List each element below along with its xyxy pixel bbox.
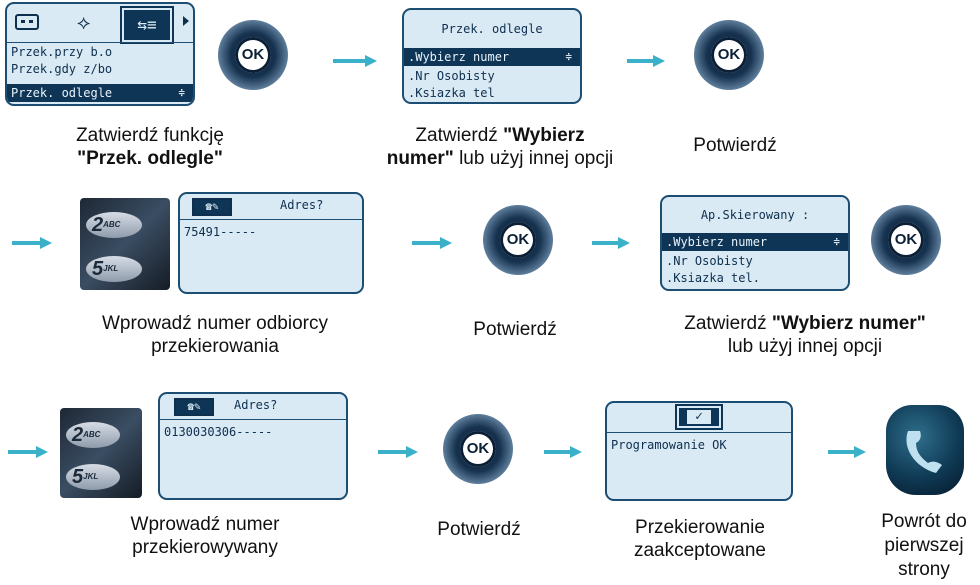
menu-icon-bar: ⟡ ⇆≡: [7, 4, 193, 44]
screen-redirected-to: Ap.Skierowany : .Wybierz numer ≑ .Nr Oso…: [660, 195, 850, 291]
right-arrow-icon: [183, 16, 189, 26]
flow-arrow: [12, 237, 52, 249]
end-call-button[interactable]: [886, 405, 964, 495]
screen-forward-menu: ⟡ ⇆≡ Przek.przy b.o Przek.gdy z/bo Przek…: [5, 2, 195, 106]
flow-arrow: [544, 446, 582, 458]
caption-confirm: Potwierdź: [473, 319, 557, 340]
caption-confirm-function: Zatwierdź funkcję "Przek. odlegle": [76, 125, 224, 169]
key-5: 5JKL: [86, 256, 142, 282]
flow-arrow: [378, 446, 418, 458]
key-2: 2ABC: [66, 422, 120, 448]
menu-item: Przek.przy b.o: [11, 45, 113, 59]
flow-arrow: [828, 446, 866, 458]
phone-edit-icon: ☎✎: [192, 198, 232, 216]
flow-arrow: [333, 55, 377, 67]
flow-arrow: [627, 55, 665, 67]
updown-icon: ≑: [833, 235, 840, 248]
menu-item-selected: .Wybierz numer ≑: [662, 233, 848, 251]
screen-programming-ok: ✓ Programowanie OK: [605, 401, 793, 501]
menu-item: .Ksiazka tel: [408, 86, 495, 100]
phone-edit-icon: ☎✎: [174, 398, 214, 416]
selected-label: .Wybierz numer: [408, 50, 510, 64]
key-2: 2ABC: [86, 212, 142, 238]
screen-address-input: ☎✎ Adres? 0130030306-----: [158, 392, 348, 500]
keypad-image: 2ABC 5JKL: [80, 198, 170, 290]
screen-title: Przek. odlegle: [441, 22, 543, 36]
flow-arrow: [592, 237, 630, 249]
status-message: Programowanie OK: [611, 438, 727, 452]
menu-item-selected: Przek. odlegle ≑: [7, 84, 193, 102]
ok-button[interactable]: OK: [694, 20, 764, 90]
running-man-icon: ⟡: [77, 10, 91, 34]
caption-enter-forwarded-number: Wprowadź numer przekierowywany: [130, 514, 280, 558]
caption-forwarding-accepted: Przekierowanie zaakceptowane: [633, 517, 767, 561]
screen-title: Ap.Skierowany :: [700, 208, 810, 222]
phone-handset-icon: [906, 431, 942, 473]
caption-confirm-select-number: Zatwierdź "Wybierz numer" lub użyj innej…: [684, 313, 926, 357]
selected-label: .Wybierz numer: [666, 235, 768, 249]
menu-item: .Nr Osobisty: [408, 69, 495, 83]
checkmark-icon: ✓: [677, 406, 721, 428]
updown-icon: ≑: [565, 50, 572, 63]
ok-button[interactable]: OK: [443, 414, 513, 484]
caption-confirm: Potwierdź: [693, 135, 777, 156]
menu-item-selected: .Wybierz numer ≑: [404, 48, 580, 66]
caption-return-home: Powrót do pierwszej strony: [881, 511, 967, 580]
caption-confirm-select-number: Zatwierdź "Wybierz numer" lub użyj innej…: [386, 125, 614, 169]
screen-title: Adres?: [234, 398, 278, 412]
screen-przek-odlegle: Przek. odlegle .Wybierz numer ≑ .Nr Osob…: [402, 8, 582, 104]
caption-enter-recipient-number: Wprowadź numer odbiorcy przekierowania: [102, 313, 328, 357]
forward-menu-icon: ⇆≡: [122, 8, 172, 42]
screen-address-input: ☎✎ Adres? 75491-----: [178, 192, 364, 294]
keypad-image: 2ABC 5JKL: [60, 408, 142, 498]
screen-title: Adres?: [280, 198, 324, 212]
address-value: 75491-----: [184, 225, 257, 239]
ok-button[interactable]: OK: [871, 205, 941, 275]
menu-item: .Nr Osobisty: [666, 254, 753, 268]
address-value: 0130030306-----: [164, 425, 273, 439]
menu-item: Przek.gdy z/bo: [11, 62, 113, 76]
ok-button[interactable]: OK: [483, 205, 553, 275]
menu-item: .Ksiazka tel.: [666, 271, 760, 285]
selected-label: Przek. odlegle: [11, 86, 113, 100]
caption-confirm: Potwierdź: [437, 519, 521, 540]
key-5: 5JKL: [66, 464, 120, 490]
updown-icon: ≑: [178, 86, 185, 99]
flow-arrow: [412, 237, 452, 249]
keyboard-icon: [15, 14, 39, 30]
ok-button[interactable]: OK: [218, 20, 288, 90]
flow-arrow: [8, 446, 48, 458]
